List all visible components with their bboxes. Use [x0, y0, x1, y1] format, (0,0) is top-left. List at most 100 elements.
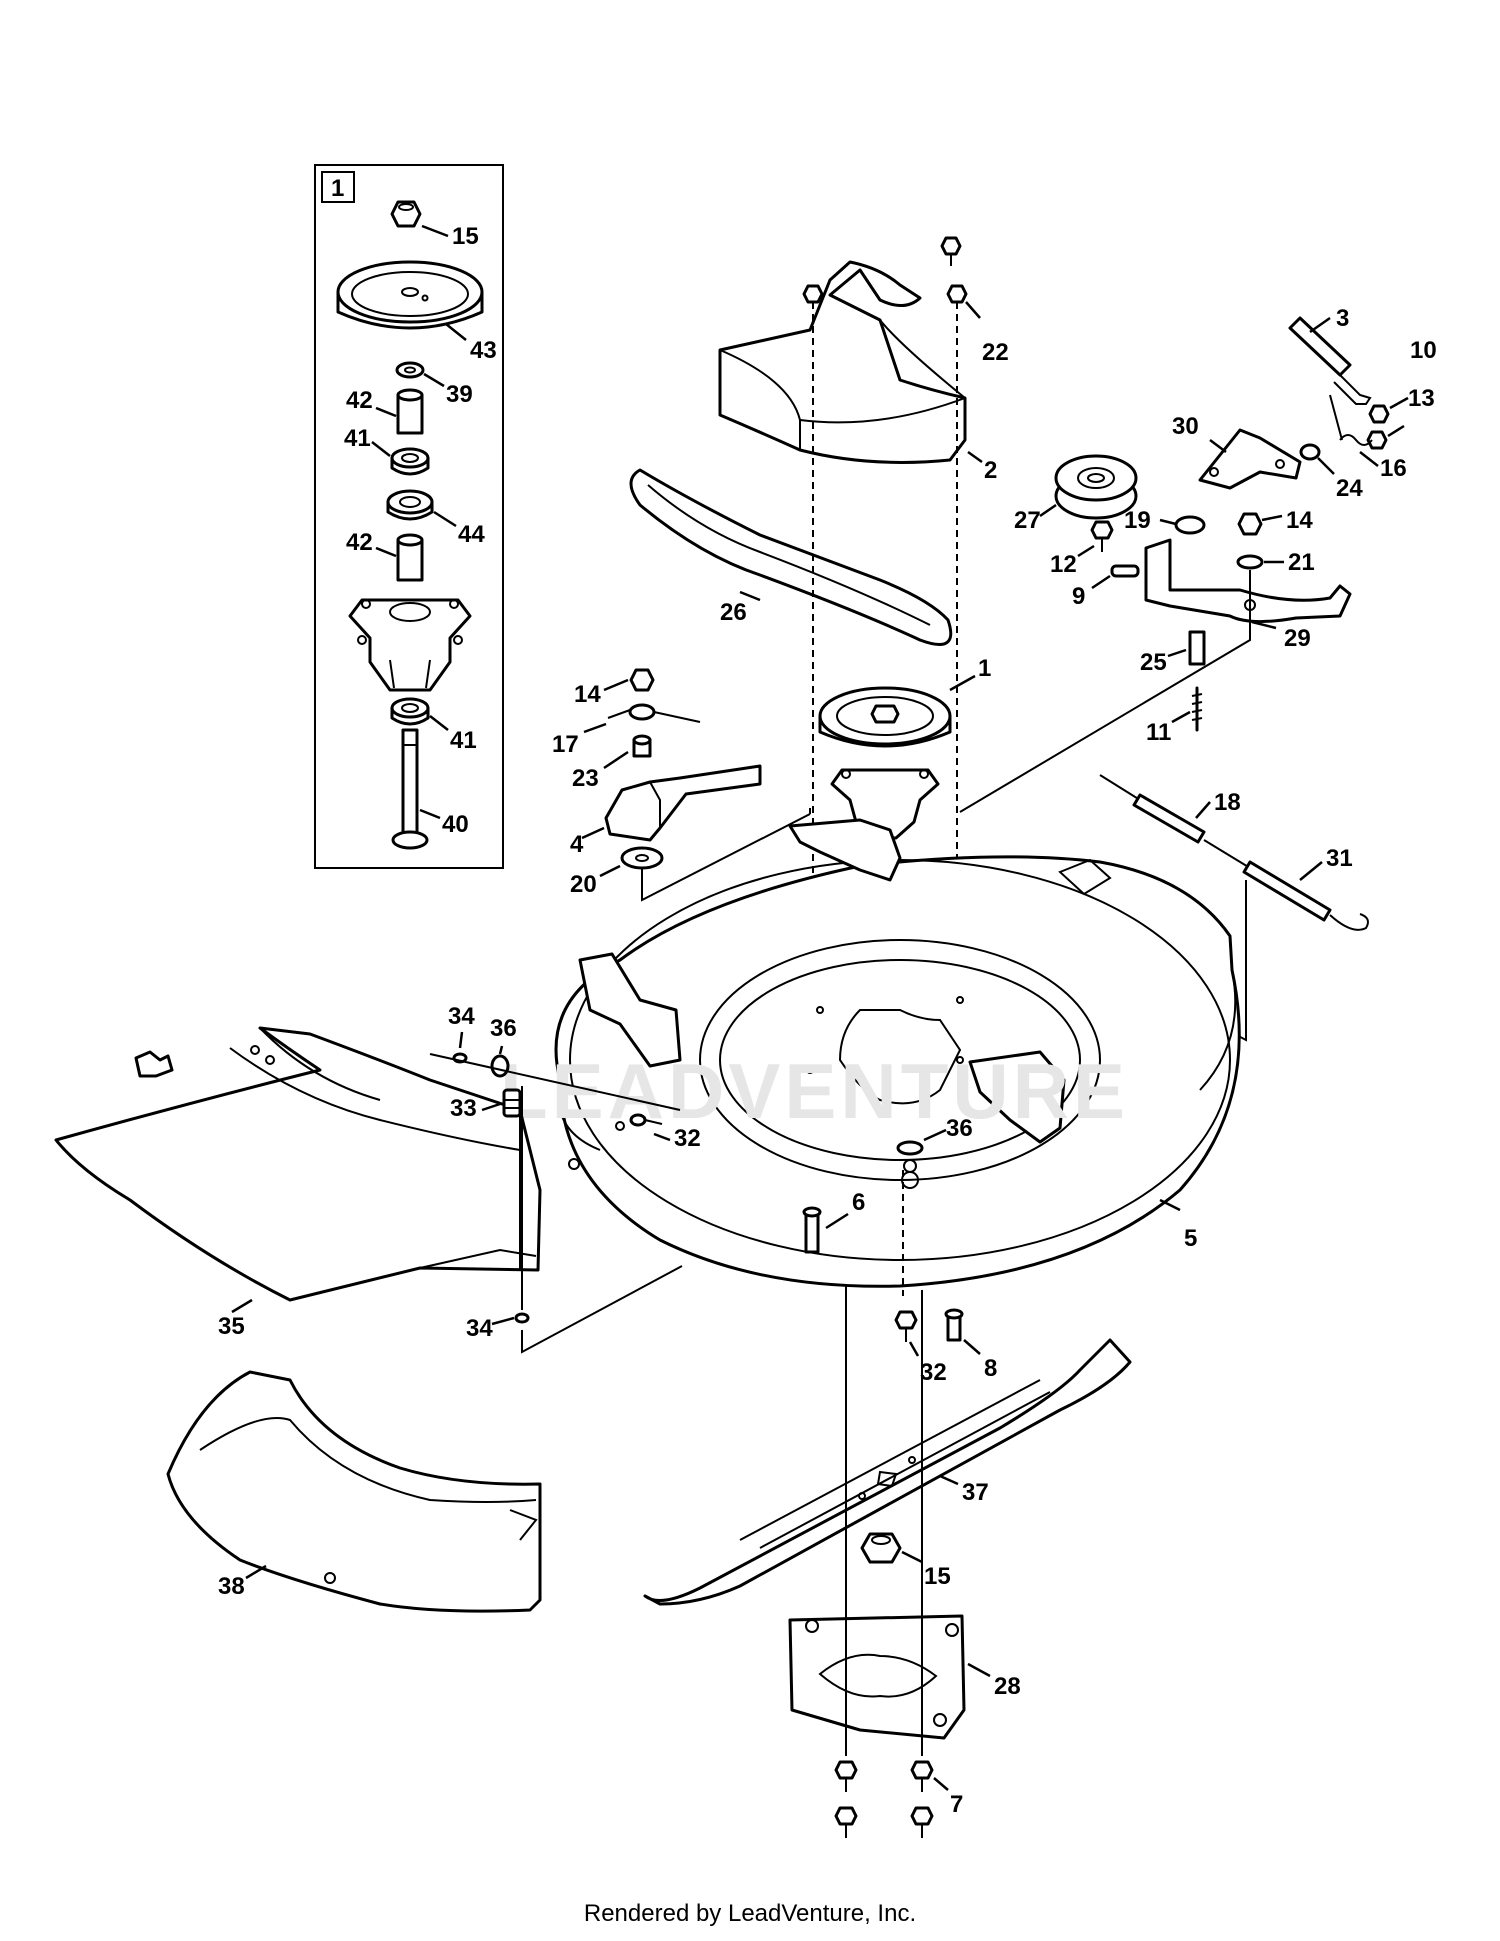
- part-bolt: [629, 1113, 663, 1127]
- watermark: LEADVENTURE: [500, 1047, 1129, 1135]
- callout: 34: [448, 1003, 475, 1030]
- callout: 35: [218, 1313, 245, 1340]
- callout: 15: [924, 1563, 951, 1590]
- callout: 41: [344, 425, 371, 452]
- part-washer: [896, 1140, 924, 1156]
- callout: 37: [962, 1479, 989, 1506]
- part-hex-nut: [390, 200, 422, 228]
- callout: 41: [450, 727, 477, 754]
- callout: 38: [218, 1573, 245, 1600]
- callout: 25: [1140, 649, 1167, 676]
- part-nut: [1237, 512, 1263, 536]
- part-bushing: [632, 734, 652, 758]
- callout: 44: [458, 521, 485, 548]
- inset-tag: 1: [321, 171, 355, 203]
- part-mower-deck: [554, 818, 1241, 1288]
- inset-tag-label: 1: [331, 175, 344, 202]
- part-bolt: [1090, 520, 1114, 552]
- part-washer: [1236, 554, 1264, 570]
- part-mount-plate: [788, 1614, 966, 1740]
- part-pin: [1110, 564, 1140, 578]
- part-nut: [1366, 430, 1388, 450]
- part-screw: [802, 236, 968, 304]
- inset-frame: [314, 164, 504, 869]
- callout: 13: [1408, 385, 1435, 412]
- callout: 3: [1336, 305, 1349, 332]
- part-washer: [490, 1054, 510, 1078]
- callout: 10: [1410, 337, 1437, 364]
- callout: 33: [450, 1095, 477, 1122]
- callout: 40: [442, 811, 469, 838]
- callout: 34: [466, 1315, 493, 1342]
- part-deck-spindle: [818, 686, 952, 840]
- part-bolt: [944, 1308, 964, 1342]
- callout: 28: [994, 1673, 1021, 1700]
- callout: 23: [572, 765, 599, 792]
- part-discharge-chute: [54, 1026, 542, 1302]
- part-bolt: [802, 1206, 822, 1254]
- callout: 22: [982, 339, 1009, 366]
- part-spacer: [1188, 630, 1206, 666]
- part-blade: [643, 1338, 1132, 1606]
- part-spring-16: [1329, 394, 1373, 446]
- part-spacer-upper: [396, 388, 424, 435]
- part-chute-deflector: [166, 1370, 542, 1613]
- part-lock-ring: [514, 1312, 530, 1324]
- part-idler-handle: [1288, 316, 1372, 405]
- callout: 8: [984, 1355, 997, 1382]
- part-washer: [395, 361, 425, 379]
- callout: 2: [984, 457, 997, 484]
- callout: 4: [570, 831, 584, 858]
- callout: 32: [674, 1125, 701, 1152]
- callout: 14: [574, 681, 601, 708]
- callout: 9: [1072, 583, 1085, 610]
- callout: 43: [470, 337, 497, 364]
- callout: 21: [1288, 549, 1315, 576]
- part-wing-knob: [134, 1050, 174, 1078]
- part-idler-arm: [1144, 538, 1352, 624]
- part-screw: [1191, 686, 1203, 732]
- callout: 36: [946, 1115, 973, 1142]
- part-idler-pulley: [1054, 454, 1138, 520]
- part-spindle-shaft: [391, 728, 429, 850]
- callout: 31: [1326, 845, 1353, 872]
- callout: 24: [1336, 475, 1363, 502]
- callout: 32: [920, 1359, 947, 1386]
- part-nut: [629, 668, 655, 692]
- part-bearing-lower: [390, 697, 430, 726]
- callout: 15: [452, 223, 479, 250]
- part-cable-springs: [1099, 774, 1369, 931]
- part-hinge-pin: [502, 1088, 522, 1118]
- spindle-inset: 1: [314, 164, 504, 869]
- part-spindle-pulley: [336, 260, 484, 330]
- callout: 42: [346, 387, 373, 414]
- part-torsion-spring: [607, 703, 701, 723]
- callout: 27: [1014, 507, 1041, 534]
- part-belt-guide-bracket: [604, 764, 762, 842]
- part-spacer-lower: [396, 533, 424, 582]
- callout: 18: [1214, 789, 1241, 816]
- footer-credit: Rendered by LeadVenture, Inc.: [583, 1900, 917, 1927]
- callout: 1: [978, 655, 991, 682]
- callout: 17: [552, 731, 579, 758]
- callout: 19: [1124, 507, 1151, 534]
- callout: 30: [1172, 413, 1199, 440]
- callout: 20: [570, 871, 597, 898]
- callout: 7: [950, 1791, 963, 1818]
- callout: 36: [490, 1015, 517, 1042]
- part-washer: [1174, 515, 1206, 535]
- callout: 11: [1146, 719, 1171, 746]
- part-belt-cover: [718, 260, 967, 464]
- callout: 12: [1050, 551, 1077, 578]
- callout: 39: [446, 381, 473, 408]
- part-nut: [1368, 404, 1390, 424]
- part-idler-bracket: [1198, 428, 1302, 490]
- callout: 5: [1184, 1225, 1197, 1252]
- callout: 42: [346, 529, 373, 556]
- callout: 29: [1284, 625, 1311, 652]
- part-drive-belt: [629, 468, 953, 646]
- part-bolt: [834, 1760, 934, 1838]
- callout: 26: [720, 599, 747, 626]
- part-bushing: [1299, 443, 1321, 461]
